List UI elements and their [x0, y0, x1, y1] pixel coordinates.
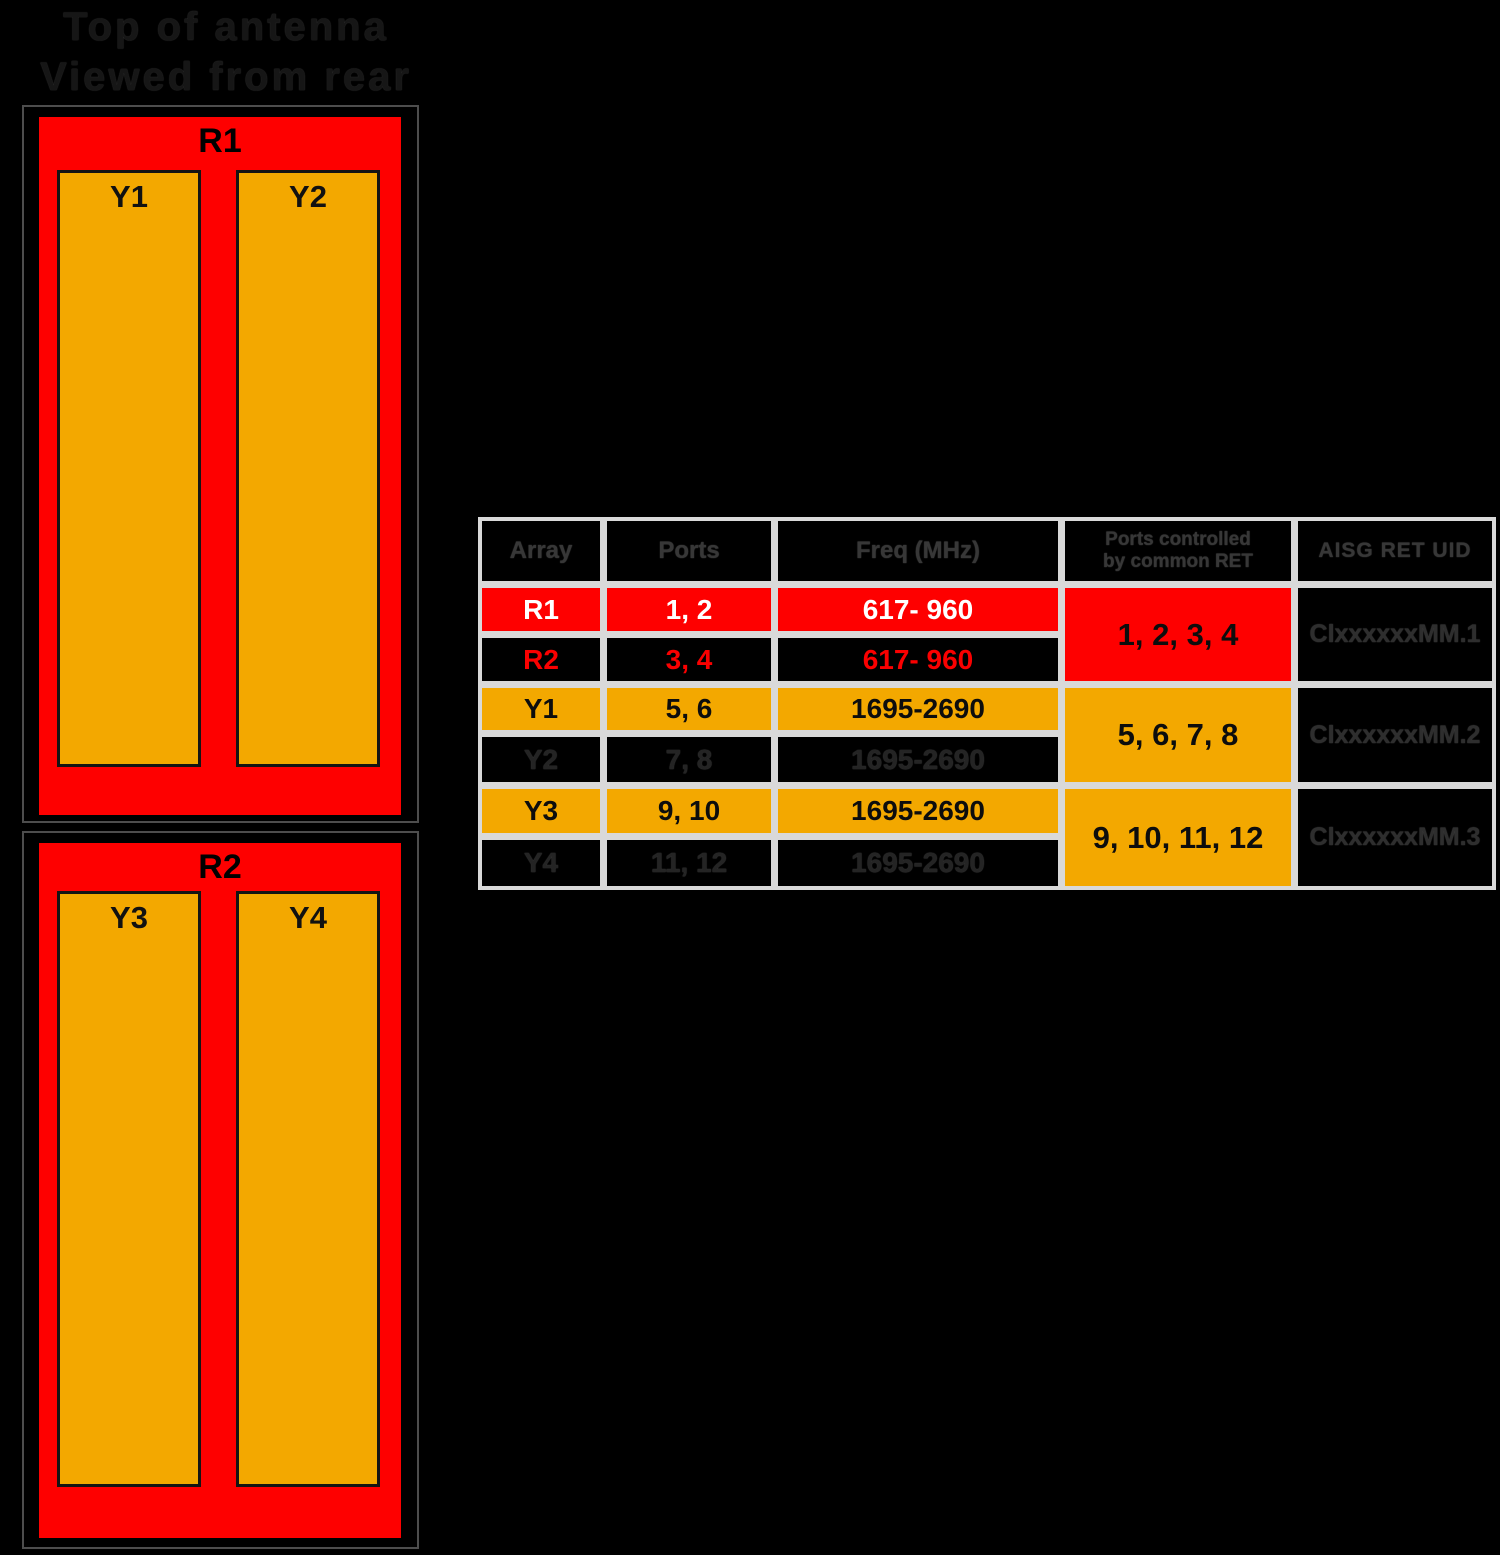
col-header-ret-line1: Ports controlled: [1105, 529, 1251, 550]
cell-array-y2: Y2: [482, 737, 600, 782]
cell-freq-r2: 617- 960: [778, 638, 1058, 681]
sub-array-y3: Y3: [57, 891, 201, 1487]
sub-array-label: Y1: [110, 179, 148, 214]
ret-group-3-uid: ClxxxxxxMM.3: [1298, 789, 1492, 886]
cell-ports-r2: 3, 4: [607, 638, 771, 681]
ret-group-2-uid: ClxxxxxxMM.2: [1298, 688, 1492, 782]
red-array-r1: R1 Y1 Y2: [36, 114, 404, 818]
sub-array-label: Y3: [110, 900, 148, 935]
cell-ports-y4: 11, 12: [607, 840, 771, 886]
sub-array-label: Y4: [289, 900, 327, 935]
cell-array-y1: Y1: [482, 688, 600, 730]
ret-group-1-uid: ClxxxxxxMM.1: [1298, 588, 1492, 681]
cell-ports-y2: 7, 8: [607, 737, 771, 782]
cell-array-y4: Y4: [482, 840, 600, 886]
ret-group-3-ports: 9, 10, 11, 12: [1065, 789, 1291, 886]
col-header-array: Array: [482, 521, 600, 581]
cell-array-r2: R2: [482, 638, 600, 681]
sub-array-y4: Y4: [236, 891, 380, 1487]
port-mapping-table: Array Ports Freq (MHz) Ports controlled …: [478, 517, 1496, 890]
red-array-r2: R2 Y3 Y4: [36, 840, 404, 1541]
page-title-line1: Top of antenna: [63, 5, 389, 49]
ret-group-2-ports: 5, 6, 7, 8: [1065, 688, 1291, 782]
col-header-ports: Ports: [607, 521, 771, 581]
col-header-ret: Ports controlled by common RET: [1065, 521, 1291, 581]
col-header-ret-line2: by common RET: [1103, 551, 1253, 572]
cell-freq-y2: 1695-2690: [778, 737, 1058, 782]
page-title-line2: Viewed from rear: [40, 55, 412, 99]
cell-array-r1: R1: [482, 588, 600, 631]
cell-ports-r1: 1, 2: [607, 588, 771, 631]
red-array-label: R1: [198, 122, 242, 160]
cell-array-y3: Y3: [482, 789, 600, 833]
ret-group-1-ports: 1, 2, 3, 4: [1065, 588, 1291, 681]
antenna-panel-r2: R2 Y3 Y4: [22, 831, 419, 1549]
red-array-label: R2: [198, 848, 242, 886]
col-header-freq: Freq (MHz): [778, 521, 1058, 581]
antenna-panel-r1: R1 Y1 Y2: [22, 105, 419, 823]
cell-ports-y3: 9, 10: [607, 789, 771, 833]
cell-freq-y4: 1695-2690: [778, 840, 1058, 886]
cell-freq-y3: 1695-2690: [778, 789, 1058, 833]
cell-ports-y1: 5, 6: [607, 688, 771, 730]
sub-array-y1: Y1: [57, 170, 201, 767]
cell-freq-r1: 617- 960: [778, 588, 1058, 631]
cell-freq-y1: 1695-2690: [778, 688, 1058, 730]
col-header-uid: AISG RET UID: [1298, 521, 1492, 581]
sub-array-y2: Y2: [236, 170, 380, 767]
page-title: Top of antenna Viewed from rear: [5, 2, 447, 102]
sub-array-label: Y2: [289, 179, 327, 214]
